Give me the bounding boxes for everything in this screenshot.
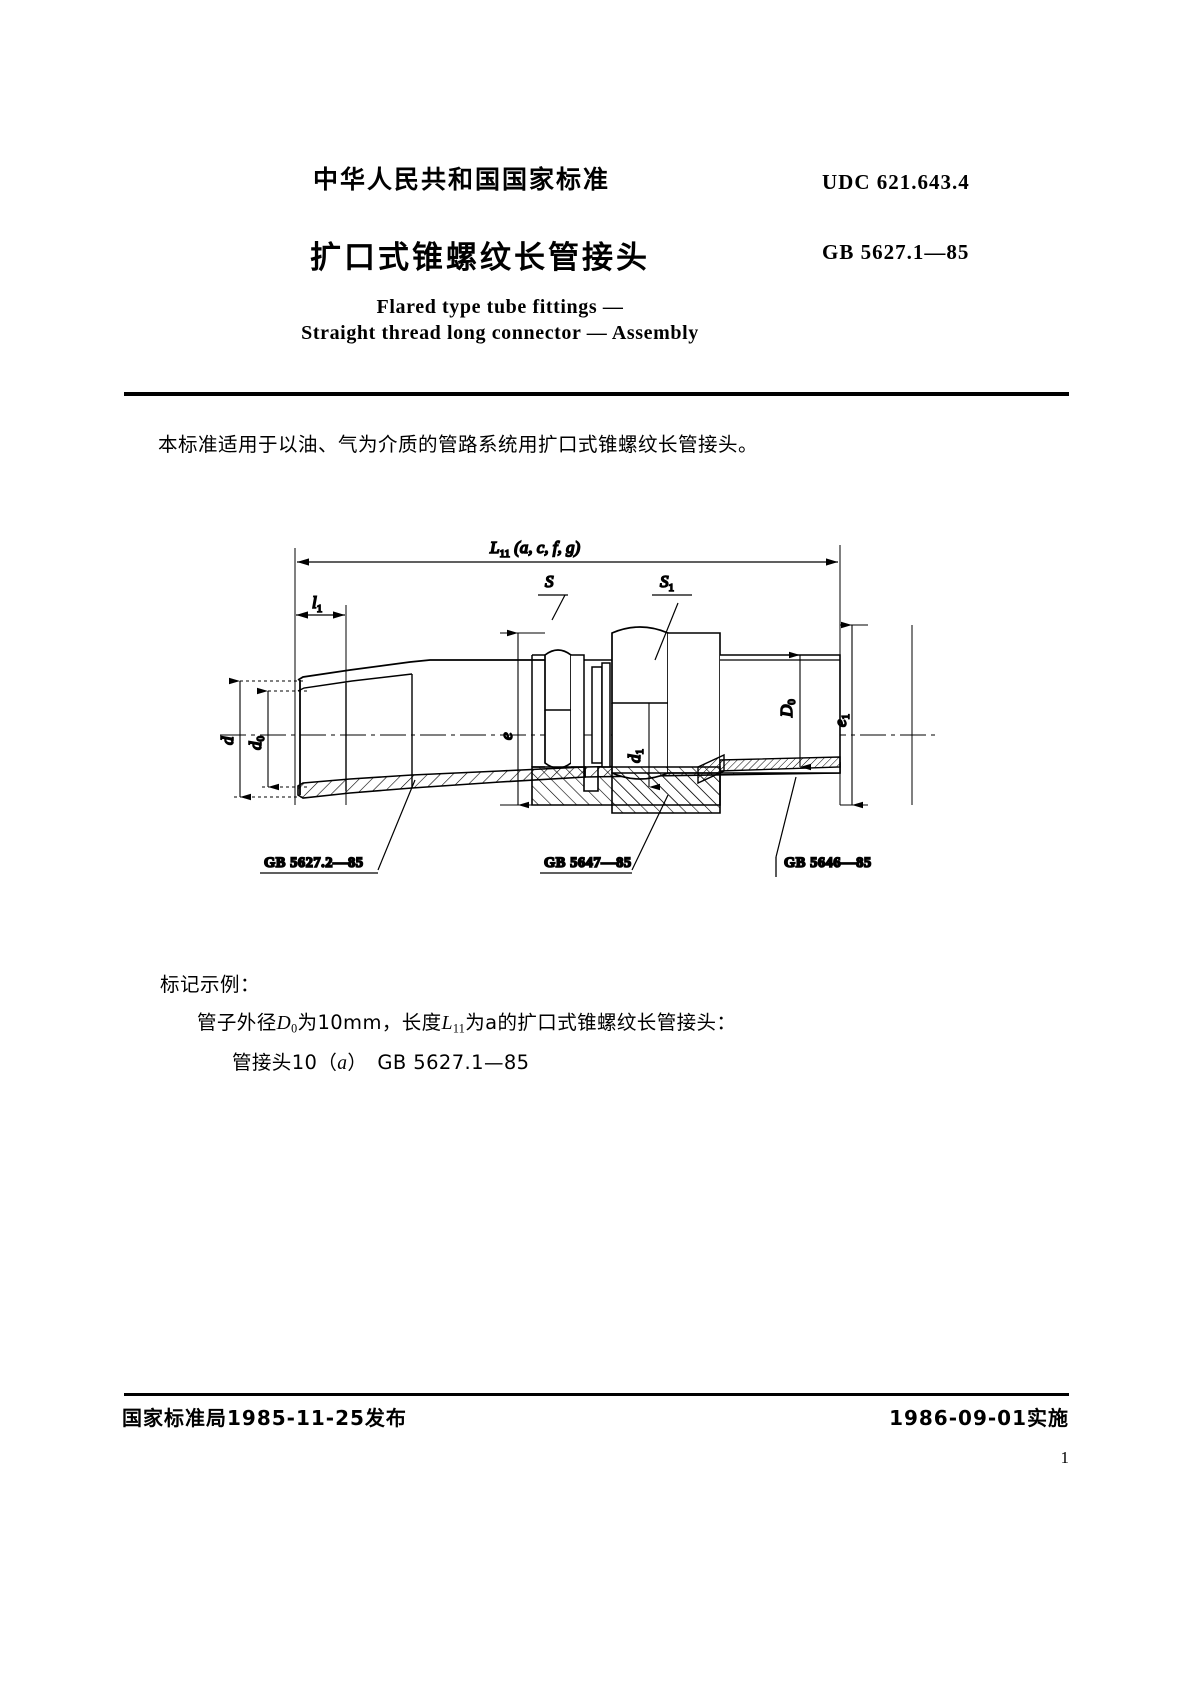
standard-number: GB 5627.1—85 — [822, 240, 970, 264]
callout-gb-5627-2: GB 5627.2—85 — [260, 779, 416, 874]
marking-symbol-D0: D0 — [276, 1013, 298, 1036]
dimension-label-S1: S1 — [660, 572, 674, 594]
marking-line2-suffix: ） GB 5627.1—85 — [347, 1051, 530, 1074]
dimension-label-d: d — [218, 736, 237, 745]
thread-collar — [591, 662, 611, 768]
footer-effective-date: 1986-09-01实施 — [889, 1406, 1069, 1430]
title-english-line-2: Straight thread long connector — Assembl… — [301, 322, 699, 344]
assembly-drawing-svg: L11(a, c, f, g) l1 — [217, 537, 940, 877]
title-english-line-1: Flared type tube fittings — — [376, 296, 624, 318]
dimension-label-S: S — [545, 572, 554, 591]
cone-seat-section — [697, 753, 725, 785]
marking-line1-middle: 为10mm，长度 — [297, 1011, 442, 1034]
dimension-label-l1: l1 — [312, 593, 322, 615]
dimension-label-L11: L11(a, c, f, g) — [489, 538, 580, 560]
nut-lower-section — [611, 772, 721, 814]
leader-line-S1 — [654, 602, 679, 661]
marking-line1-suffix: 为a的扩口式锥螺纹长管接头： — [465, 1011, 737, 1034]
callout-label-1: GB 5627.2—85 — [264, 855, 363, 871]
callout-gb-5646: GB 5646—85 — [775, 776, 872, 877]
marking-length-code: a — [337, 1053, 348, 1074]
document-title-english: Flared type tube fittings — Straight thr… — [0, 294, 1000, 346]
callout-label-2: GB 5647—85 — [544, 855, 632, 871]
footer-issue-date: 国家标准局1985-11-25发布 — [122, 1406, 407, 1430]
marking-example-line-2: 管接头10（a） GB 5627.1—85 — [232, 1046, 529, 1075]
page-number: 1 — [1060, 1448, 1070, 1467]
marking-example-heading: 标记示例： — [160, 973, 261, 996]
footer-divider-rule — [124, 1393, 1069, 1396]
assembly-technical-drawing: L11(a, c, f, g) l1 — [200, 505, 960, 895]
national-standard-heading: 中华人民共和国国家标准 — [313, 165, 611, 194]
header-divider-rule — [124, 392, 1069, 396]
marking-line1-prefix: 管子外径 — [197, 1011, 277, 1034]
callout-gb-5647: GB 5647—85 — [540, 794, 669, 874]
body-hexagon-S1 — [611, 626, 721, 780]
tube-upper-outline — [297, 659, 585, 681]
document-title-chinese: 扩口式锥螺纹长管接头 — [310, 240, 650, 276]
dimension-label-d0: d0 — [246, 736, 267, 751]
udc-code: UDC 621.643.4 — [822, 170, 970, 194]
dimension-label-e: e — [497, 732, 516, 740]
callout-label-3: GB 5646—85 — [784, 855, 872, 871]
marking-symbol-L11: L11 — [441, 1013, 466, 1036]
marking-example-line-1: 管子外径D0为10mm，长度L11为a的扩口式锥螺纹长管接头： — [197, 1006, 736, 1036]
scope-paragraph: 本标准适用于以油、气为介质的管路系统用扩口式锥螺纹长管接头。 — [158, 433, 759, 456]
nut-hexagon-S — [531, 649, 585, 769]
marking-line2-prefix: 管接头10（ — [232, 1051, 338, 1074]
leader-line-S — [551, 594, 566, 621]
